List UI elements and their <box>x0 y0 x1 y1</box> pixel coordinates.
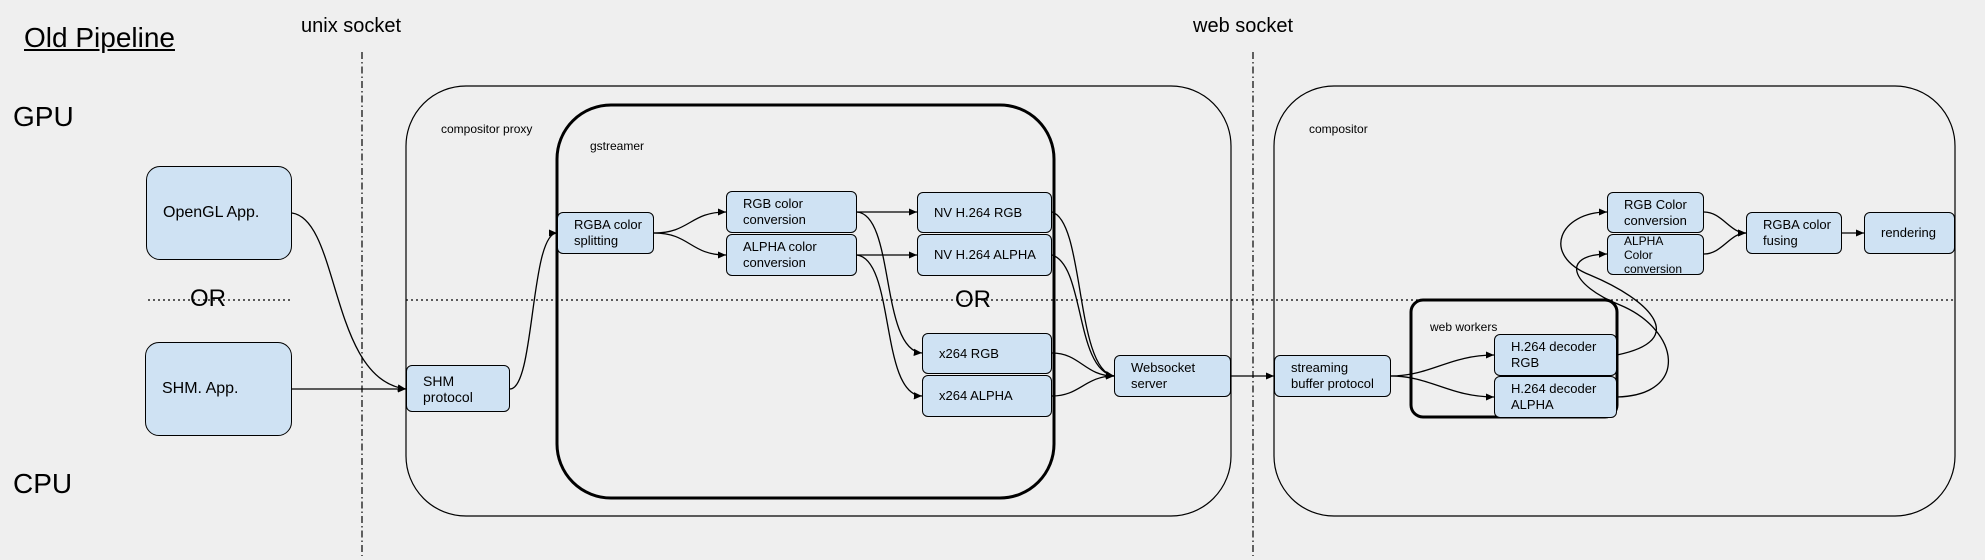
rgba-splitting-text: RGBA color splitting <box>574 217 642 248</box>
diagram-title: Old Pipeline <box>24 22 175 53</box>
x264-rgb-text: x264 RGB <box>939 345 999 361</box>
opengl-app-text: OpenGL App. <box>163 204 260 221</box>
wire-opengl-to-shm <box>291 212 407 392</box>
opengl-app-node: OpenGL App. <box>146 166 292 260</box>
h264-decoder-rgb-node: H.264 decoder RGB <box>1494 334 1617 376</box>
or-label-apps: OR <box>190 285 226 312</box>
wire-nvalpha-to-ws <box>1051 254 1115 379</box>
websocket-server-node: Websocket server <box>1114 355 1231 397</box>
websocket-server-text: Websocket server <box>1131 360 1196 391</box>
x264-alpha-text: x264 ALPHA <box>939 388 1013 403</box>
web-socket-label: web socket <box>1193 15 1294 37</box>
alpha-conversion-node: ALPHA color conversion <box>726 234 857 276</box>
cpu-label: CPU <box>13 468 73 499</box>
nv-h264-alpha-node: NV H.264 ALPHA <box>917 234 1052 276</box>
rgb-conversion-text: RGB color conversion <box>743 196 806 227</box>
web-workers-label: web workers <box>1430 320 1498 334</box>
rgb-color-conversion-node: RGB Color conversion <box>1607 192 1704 233</box>
wire-alphaconv-to-fusing <box>1703 229 1747 255</box>
or-label-encoders: OR <box>955 286 991 313</box>
compositor-label: compositor <box>1309 122 1368 136</box>
wire-shm-to-splitting <box>509 229 558 390</box>
shm-protocol-text: SHM protocol <box>423 372 473 405</box>
x264-rgb-node: x264 RGB <box>922 333 1052 374</box>
wire-alpha-to-x264alpha <box>856 254 923 400</box>
compositor-proxy-group <box>405 85 1232 517</box>
gstreamer-label: gstreamer <box>590 139 645 153</box>
gstreamer-group <box>555 103 1056 500</box>
rgba-fusing-text: RGBA color fusing <box>1763 217 1831 248</box>
h264-decoder-alpha-text: H.264 decoder ALPHA <box>1511 381 1597 412</box>
nv-h264-rgb-node: NV H.264 RGB <box>917 192 1052 233</box>
nv-h264-rgb-text: NV H.264 RGB <box>934 204 1023 220</box>
wire-nvrgb-to-ws <box>1051 211 1115 379</box>
wire-decalpha-to-alphaconv <box>1576 250 1669 398</box>
wire-split-to-rgb <box>653 208 727 234</box>
shm-protocol-node: SHM protocol <box>406 365 510 412</box>
h264-decoder-rgb-text: H.264 decoder RGB <box>1511 339 1597 370</box>
wire-streaming-to-decrgb <box>1390 351 1495 377</box>
wire-rgb-to-x264rgb <box>856 211 923 357</box>
wire-decrgb-to-rgbconv <box>1560 208 1657 356</box>
wire-streaming-to-decalpha <box>1390 375 1495 401</box>
rgba-splitting-node: RGBA color splitting <box>557 212 654 254</box>
compositor-proxy-label: compositor proxy <box>441 122 533 136</box>
wire-split-to-alpha <box>653 232 727 259</box>
rgb-conversion-node: RGB color conversion <box>726 191 857 233</box>
shm-app-text: SHM. App. <box>162 380 239 397</box>
alpha-color-conversion-text: ALPHA Color conversion <box>1624 233 1683 276</box>
unix-socket-label: unix socket <box>301 15 402 37</box>
nv-h264-alpha-text: NV H.264 ALPHA <box>934 247 1036 262</box>
rendering-text: rendering <box>1881 225 1936 240</box>
shm-app-node: SHM. App. <box>145 342 292 436</box>
streaming-buffer-node: streaming buffer protocol <box>1274 355 1391 397</box>
compositor-group <box>1273 85 1956 517</box>
rgb-color-conversion-text: RGB Color conversion <box>1624 196 1687 228</box>
streaming-buffer-text: streaming buffer protocol <box>1291 360 1374 391</box>
rendering-node: rendering <box>1864 212 1955 254</box>
wire-x264alpha-to-ws <box>1051 372 1115 397</box>
x264-alpha-node: x264 ALPHA <box>922 375 1052 417</box>
rgba-fusing-node: RGBA color fusing <box>1746 212 1842 254</box>
gpu-label: GPU <box>13 101 74 132</box>
alpha-color-conversion-node: ALPHA Color conversion <box>1607 233 1704 276</box>
alpha-conversion-text: ALPHA color conversion <box>743 239 817 270</box>
wire-rgbconv-to-fusing <box>1703 211 1747 237</box>
h264-decoder-alpha-node: H.264 decoder ALPHA <box>1494 376 1617 418</box>
